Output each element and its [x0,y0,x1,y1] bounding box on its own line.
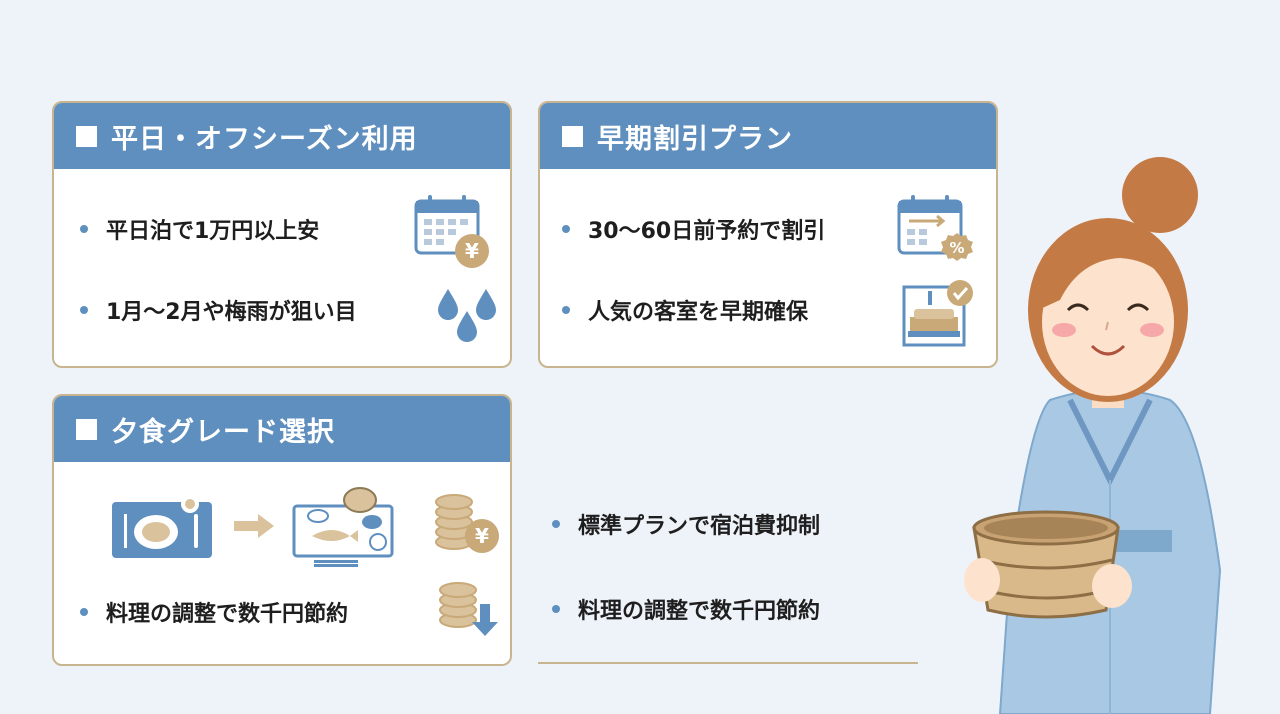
bed-check-icon [902,280,973,347]
yen-symbol: ¥ [465,239,479,263]
square-icon [562,125,583,147]
percent-symbol: % [949,239,964,257]
deluxe-meal-icon [292,487,394,567]
rain-drops-icon [438,289,496,342]
woman-in-yukata-illustration [964,157,1222,714]
yen-symbol: ¥ [475,524,489,548]
square-icon [76,125,97,147]
standalone-item-1: 標準プランで宿泊費抑制 [552,508,820,540]
bullet-dot-icon [562,225,570,233]
early-booking-card: 早期割引プラン 30〜60日前予約で割引 人気の客室を早期確保 % [538,101,998,368]
dinner-card-header: 夕食グレード選択 [54,396,510,462]
square-icon [76,418,97,440]
bullet-dot-icon [80,608,88,616]
divider-line [538,662,918,664]
weekday-item-2-text: 1月〜2月や梅雨が狙い目 [106,300,357,325]
dinner-item-1-text: 料理の調整で数千円節約 [106,602,349,627]
early-card-title: 早期割引プラン [597,123,793,155]
bullet-dot-icon [80,306,88,314]
early-item-1: 30〜60日前予約で割引 [562,213,825,245]
weekday-card: 平日・オフシーズン利用 平日泊で1万円以上安 1月〜2月や梅雨が狙い目 ¥ [52,101,512,368]
early-item-1-text: 30〜60日前予約で割引 [588,219,826,244]
arrow-right-icon [234,514,274,538]
weekday-card-header: 平日・オフシーズン利用 [54,103,510,169]
dinner-item-1: 料理の調整で数千円節約 [80,596,348,628]
dinner-card-title: 夕食グレード選択 [111,416,335,448]
early-item-2: 人気の客室を早期確保 [562,294,808,326]
calendar-yen-icon: ¥ [414,195,489,268]
bullet-dot-icon [552,520,560,528]
calendar-percent-icon: % [897,195,973,261]
coins-yen-icon: ¥ [435,494,499,553]
simple-meal-icon [112,495,212,558]
early-item-2-text: 人気の客室を早期確保 [588,300,809,325]
bullet-dot-icon [552,605,560,613]
standalone-item-1-text: 標準プランで宿泊費抑制 [578,514,821,539]
weekday-card-title: 平日・オフシーズン利用 [111,123,418,155]
weekday-item-2: 1月〜2月や梅雨が狙い目 [80,294,357,326]
dinner-grade-card: 夕食グレード選択 ¥ [52,394,512,666]
bullet-dot-icon [562,306,570,314]
weekday-item-1: 平日泊で1万円以上安 [80,213,319,245]
early-card-header: 早期割引プラン [540,103,996,169]
standalone-item-2-text: 料理の調整で数千円節約 [578,599,821,624]
coins-down-icon [439,582,498,636]
bullet-dot-icon [80,225,88,233]
weekday-item-1-text: 平日泊で1万円以上安 [106,219,320,244]
standalone-item-2: 料理の調整で数千円節約 [552,593,820,625]
